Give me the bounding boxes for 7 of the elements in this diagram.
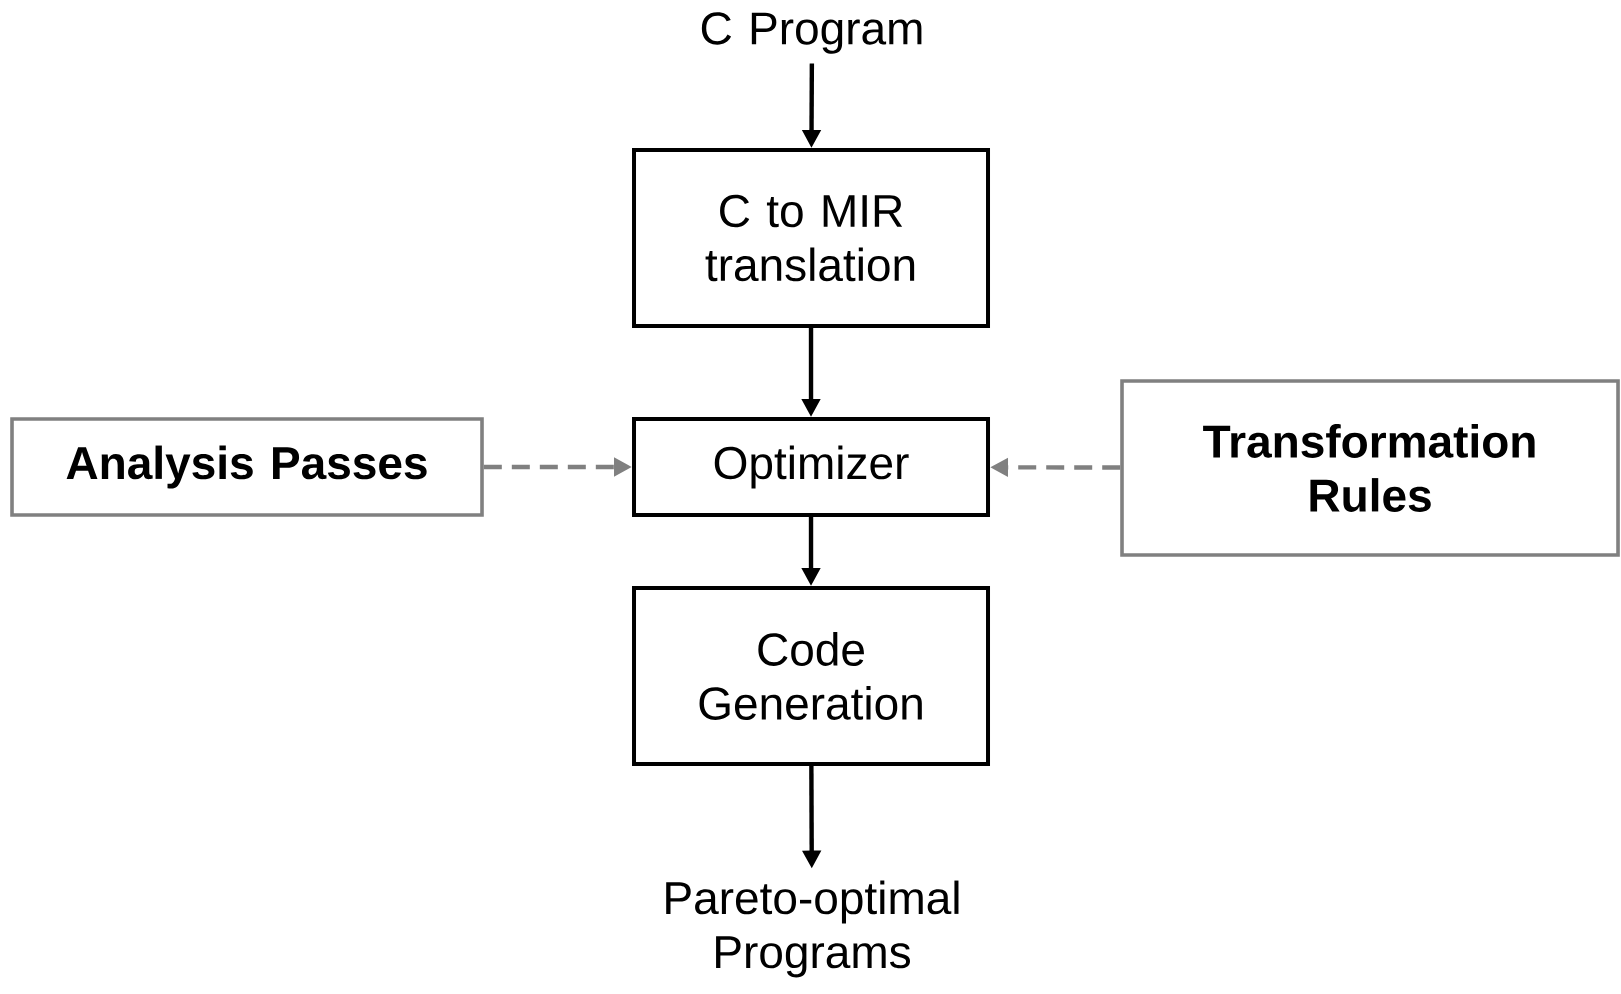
flow-label: C Program (701, 12, 922, 54)
flow-label: Pareto-optimal Programs (666, 880, 959, 978)
process-box: Code Generation (632, 586, 990, 766)
process-box: Optimizer (632, 417, 990, 517)
process-box: C to MIR translation (632, 148, 990, 328)
input-box: Analysis Passes (10, 417, 484, 517)
input-box: Transformation Rules (1120, 379, 1620, 557)
